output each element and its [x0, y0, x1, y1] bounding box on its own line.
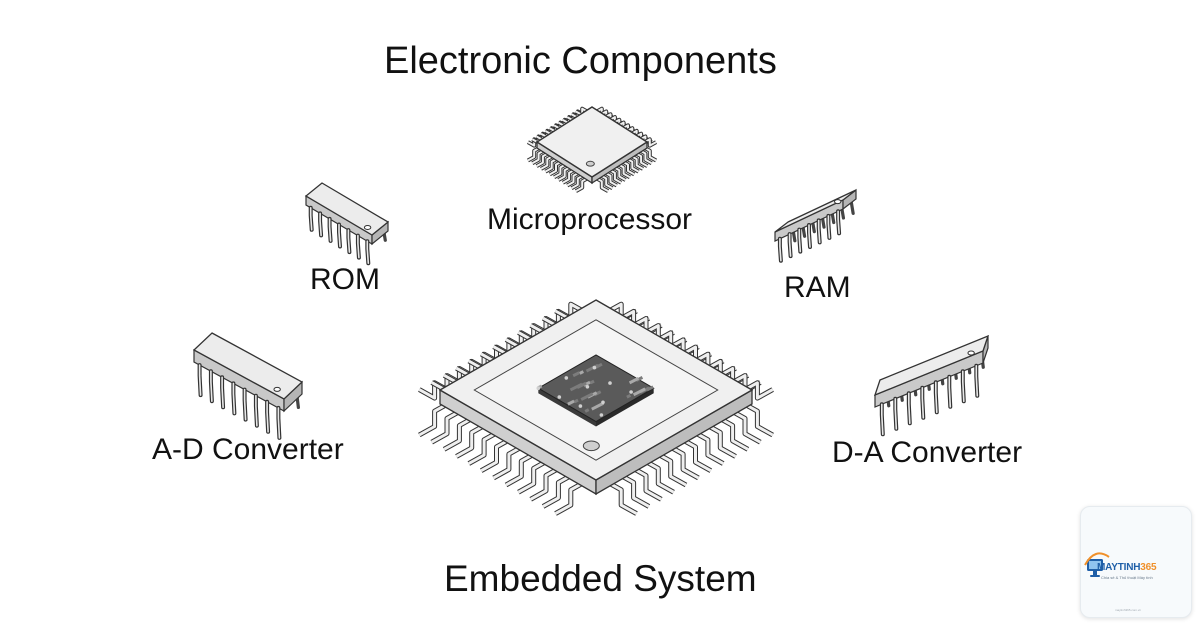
- monitor-logo-icon: [1084, 552, 1110, 577]
- diagram-title: Electronic Components: [384, 40, 777, 82]
- embedded-system-label: Embedded System: [444, 558, 757, 599]
- da-converter-label: D-A Converter: [832, 436, 1023, 469]
- watermark-logo: MAYTINH365 Chia sẻ & Thủ thuật Máy tính …: [1080, 506, 1192, 618]
- embedded-system-chip-icon: [418, 299, 774, 516]
- microprocessor-label: Microprocessor: [487, 203, 693, 236]
- da-converter-chip-icon: [873, 334, 990, 437]
- ad-converter-label: A-D Converter: [152, 433, 344, 466]
- ram-label: RAM: [784, 271, 851, 304]
- watermark-url: maytinh365.com.vn: [1115, 608, 1142, 612]
- watermark-tagline: Chia sẻ & Thủ thuật Máy tính: [1101, 575, 1153, 580]
- ad-converter-chip-icon: [192, 332, 304, 440]
- microprocessor-chip-icon: [526, 106, 658, 193]
- watermark-brand-part2: 365: [1140, 562, 1157, 573]
- ram-chip-icon: [774, 188, 857, 263]
- watermark-brand: MAYTINH365: [1097, 562, 1157, 573]
- watermark-brand-part1: MAYTINH: [1097, 562, 1141, 573]
- rom-chip-icon: [304, 182, 390, 266]
- rom-label: ROM: [310, 263, 380, 296]
